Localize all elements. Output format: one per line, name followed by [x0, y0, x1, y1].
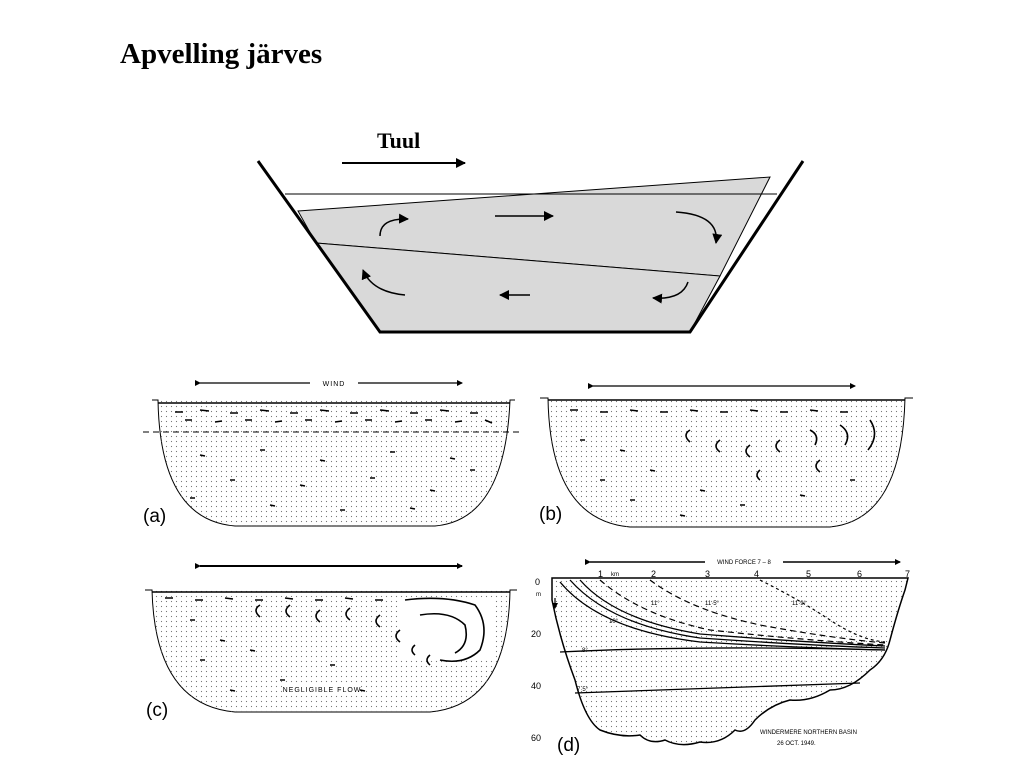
- wind-label: Tuul: [377, 128, 421, 153]
- distance-tick: 4: [754, 569, 759, 579]
- depth-tick: 40: [531, 681, 541, 691]
- circulation-arrow-icon: [379, 213, 409, 237]
- upwelling-diagram: [256, 158, 805, 334]
- return-flow-arrow-icon: [652, 281, 689, 304]
- isotherm-label: 11°: [651, 601, 660, 607]
- distance-tick: 1: [598, 569, 603, 579]
- panel-b: (b): [539, 383, 913, 528]
- isotherm-label: 11·5°: [705, 601, 720, 607]
- panel-a: WIND (a): [143, 378, 520, 527]
- distance-unit: km: [611, 572, 619, 578]
- panel-d-caption-line2: 26 OCT. 1949.: [777, 741, 816, 747]
- depth-tick: 0: [535, 577, 540, 587]
- depth-tick: 20: [531, 629, 541, 639]
- upwelling-arrow-icon: [361, 269, 406, 296]
- distance-tick: 7: [905, 569, 910, 579]
- panel-a-wind-label: WIND: [323, 381, 346, 388]
- downwelling-arrow-icon: [675, 211, 723, 244]
- lake-profile: [551, 577, 909, 746]
- isotherm-label: 8°: [582, 648, 588, 654]
- slide-title: Apvelling järves: [120, 38, 323, 70]
- panel-c-note: NEGLIGIBLE FLOW: [283, 687, 362, 694]
- depth-tick: 60: [531, 733, 541, 743]
- panel-a-letter: (a): [143, 506, 166, 527]
- isotherm-label: 10°: [609, 619, 619, 625]
- panel-d-wind-label: WIND FORCE 7 – 8: [717, 560, 771, 566]
- panel-c-letter: (c): [146, 700, 168, 721]
- panel-d: WIND FORCE 7 – 8 1 km 2 3 4 5 6 7 0 m 20…: [531, 556, 910, 756]
- panel-d-caption-line1: WINDERMERE NORTHERN BASIN: [760, 730, 857, 736]
- panel-d-letter: (d): [557, 735, 580, 756]
- distance-tick: 3: [705, 569, 710, 579]
- basin-outline: [256, 160, 805, 334]
- panel-c: NEGLIGIBLE FLOW (c): [145, 563, 517, 721]
- isotherm-label: 7·5°: [577, 687, 589, 693]
- panel-b-letter: (b): [539, 504, 562, 525]
- distance-tick: 2: [651, 569, 656, 579]
- distance-tick: 6: [857, 569, 862, 579]
- distance-tick: 5: [806, 569, 811, 579]
- isotherm-label: 11·9°: [792, 601, 807, 607]
- depth-unit: m: [536, 592, 541, 598]
